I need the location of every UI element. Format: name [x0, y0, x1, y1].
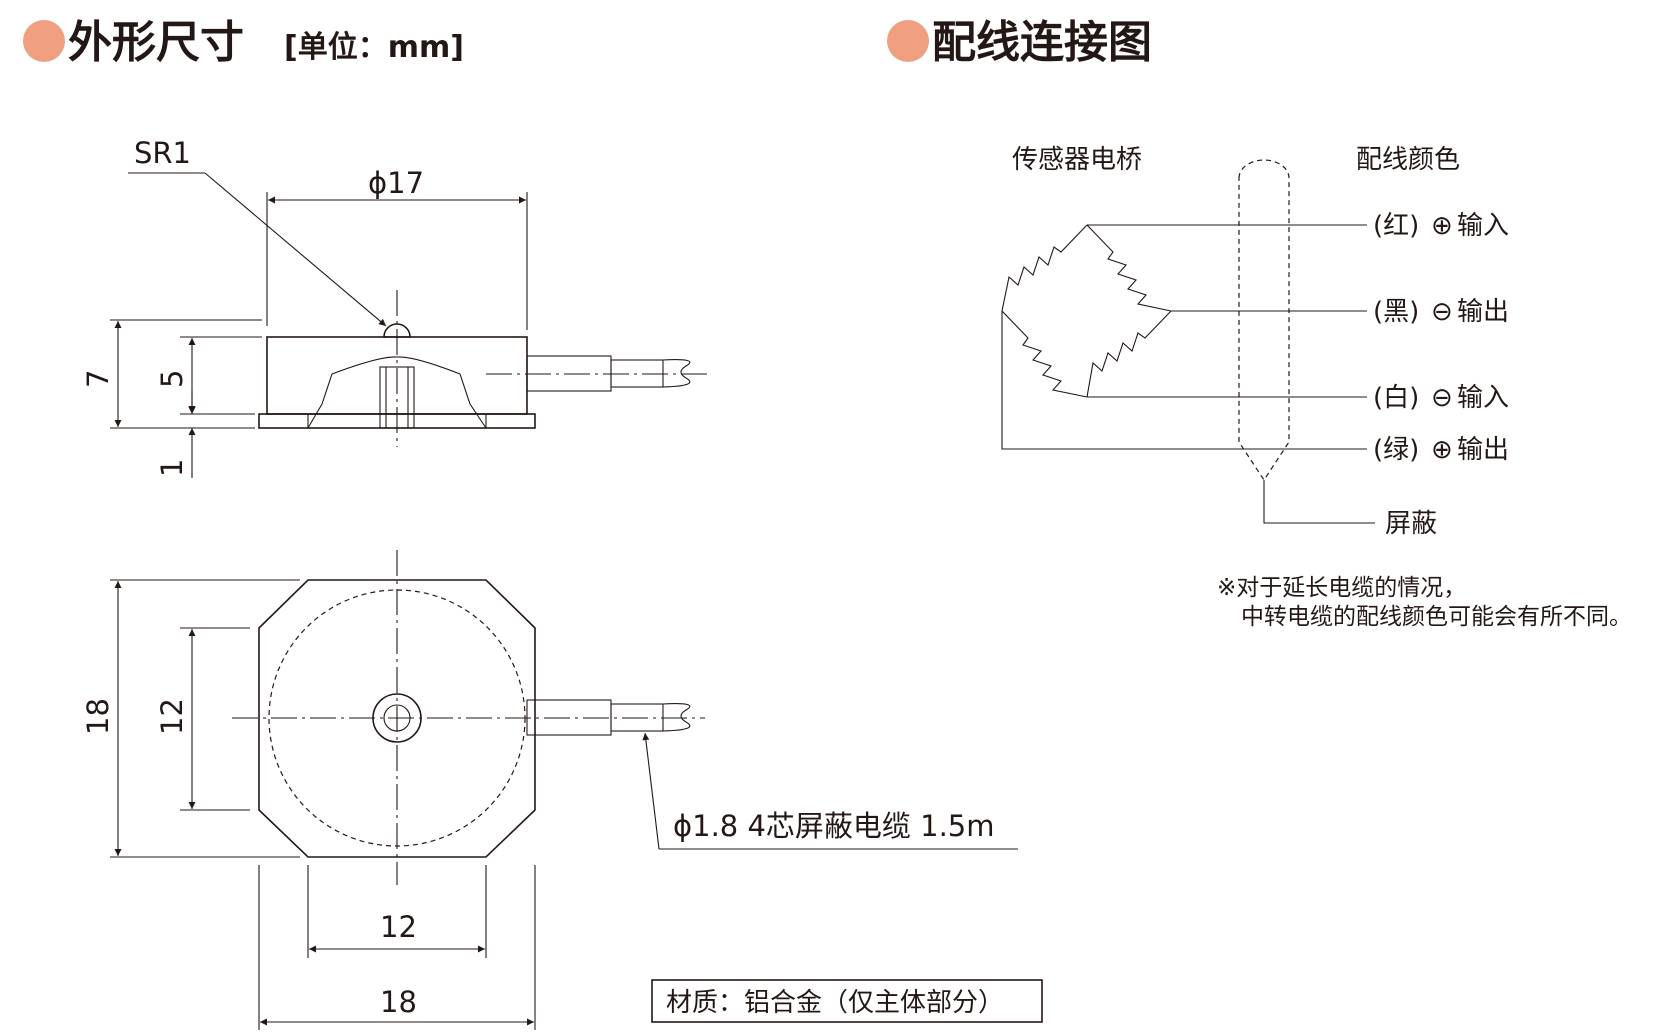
height-body-label: 5 [155, 370, 189, 388]
wire-2-function: 输出 [1457, 297, 1509, 327]
wire-1-color: (红) [1373, 211, 1419, 241]
right-header-bullet [887, 20, 929, 62]
wire-4-symbol: ⊕ [1431, 435, 1453, 465]
shield-label: 屏蔽 [1385, 509, 1437, 539]
bottom-width-total-label: 18 [380, 985, 417, 1019]
side-view: SR1 ϕ17 7 [81, 136, 712, 478]
wire-2-color: (黑) [1373, 297, 1419, 327]
bridge-label: 传感器电桥 [1012, 145, 1142, 175]
wiring-diagram: 传感器电桥 配线颜色 屏蔽 (红) ⊕ 输入 (黑) ⊖ 输出 (白) ⊖ 输入… [1001, 145, 1632, 630]
right-header-title: 配线连接图 [932, 17, 1152, 68]
note-line-2: 中转电缆的配线颜色可能会有所不同。 [1241, 604, 1632, 630]
material-label: 材质：铝合金（仅主体部分） [666, 988, 1004, 1018]
cable-label: ϕ1.8 4芯屏蔽电缆 1.5m [673, 809, 995, 843]
top-diameter-label: ϕ17 [368, 166, 424, 200]
bottom-width-inner-label: 12 [380, 910, 417, 944]
material-box: 材质：铝合金（仅主体部分） [651, 979, 1043, 1023]
left-header-bullet [23, 20, 65, 62]
wire-1-symbol: ⊕ [1431, 211, 1453, 241]
right-header: 配线连接图 [887, 17, 1152, 68]
note-line-1: ※对于延长电缆的情况， [1217, 575, 1466, 601]
left-header-title: 外形尺寸 [68, 17, 244, 68]
height-total-label: 7 [81, 370, 115, 388]
left-header-unit: [单位：mm] [284, 30, 464, 65]
height-inner-label: 12 [155, 698, 189, 735]
left-header: 外形尺寸 [单位：mm] [23, 17, 464, 68]
wire-3-function: 输入 [1457, 383, 1509, 413]
sr-label: SR1 [134, 136, 191, 170]
width-total-label: 18 [81, 698, 115, 735]
wire-1-function: 输入 [1457, 211, 1509, 241]
wire-2-symbol: ⊖ [1431, 297, 1453, 327]
wire-3-symbol: ⊖ [1431, 383, 1453, 413]
top-view: ϕ1.8 4芯屏蔽电缆 1.5m 18 12 12 18 [81, 550, 1018, 1030]
base-thickness-label: 1 [155, 459, 189, 477]
wire-4-color: (绿) [1373, 435, 1419, 465]
wire-3-color: (白) [1373, 383, 1419, 413]
wire-color-label: 配线颜色 [1356, 145, 1460, 175]
wire-4-function: 输出 [1457, 435, 1509, 465]
